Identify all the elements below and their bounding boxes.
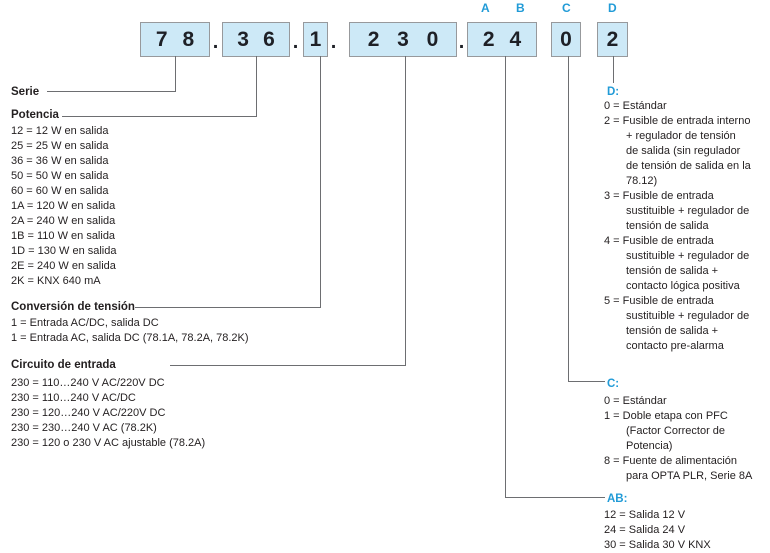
option-item: 30 = Salida 30 V KNX	[604, 539, 711, 551]
section-title-entrada: Circuito de entrada	[11, 359, 116, 371]
marker-d: D	[608, 1, 617, 15]
option-item: 8 = Fuente de alimentación para OPTA PLR…	[604, 455, 753, 482]
connector-line-conversion	[135, 56, 321, 308]
connector-line-d	[613, 56, 615, 83]
conversion-options: 1 = Entrada AC/DC, salida DC 1 = Entrada …	[11, 316, 249, 346]
option-item: 0 = Estándar	[604, 100, 667, 112]
option-item: 0 = Estándar	[604, 395, 667, 407]
option-item: 1 = Entrada AC, salida DC (78.1A, 78.2A,…	[11, 332, 249, 344]
option-item: 230 = 110…240 V AC/220V DC	[11, 377, 165, 389]
marker-c: C	[562, 1, 571, 15]
connector-line-potencia	[62, 56, 257, 117]
code-separator: .	[458, 31, 465, 53]
option-item: 5 = Fusible de entrada sustituible + reg…	[604, 295, 750, 352]
code-separator: .	[212, 31, 219, 53]
option-item: 1 = Doble etapa con PFC (Factor Correcto…	[604, 410, 728, 452]
entrada-options: 230 = 110…240 V AC/220V DC 230 = 110…240 …	[11, 376, 205, 451]
option-item: 1D = 130 W en salida	[11, 245, 117, 257]
option-item: 24 = Salida 24 V	[604, 524, 686, 536]
connector-line-c	[568, 56, 605, 382]
connector-line-serie	[47, 56, 176, 92]
connector-line-ab	[505, 56, 605, 498]
option-item: 4 = Fusible de entrada sustituible + reg…	[604, 235, 750, 292]
connector-line-entrada	[170, 56, 406, 366]
option-item: 12 = 12 W en salida	[11, 125, 109, 137]
option-item: 3 = Fusible de entrada sustituible + reg…	[604, 190, 750, 232]
code-box-c: 0	[551, 22, 581, 57]
section-title-ab: AB:	[607, 493, 628, 505]
potencia-options: 12 = 12 W en salida 25 = 25 W en salida 36…	[11, 124, 116, 289]
option-item: 50 = 50 W en salida	[11, 170, 109, 182]
section-title-conversion: Conversión de tensión	[11, 301, 135, 313]
option-item: 1B = 110 W en salida	[11, 230, 116, 242]
section-title-potencia: Potencia	[11, 109, 59, 121]
marker-a: A	[481, 1, 490, 15]
code-box-conversion: 1	[303, 22, 328, 57]
option-item: 25 = 25 W en salida	[11, 140, 109, 152]
d-options: 0 = Estándar 2 = Fusible de entrada inter…	[604, 99, 769, 354]
option-item: 36 = 36 W en salida	[11, 155, 109, 167]
code-box-d: 2	[597, 22, 628, 57]
option-item: 12 = Salida 12 V	[604, 509, 686, 521]
option-item: 230 = 230…240 V AC (78.2K)	[11, 422, 157, 434]
c-options: 0 = Estándar 1 = Doble etapa con PFC (Fac…	[604, 394, 769, 484]
option-item: 60 = 60 W en salida	[11, 185, 109, 197]
section-title-serie: Serie	[11, 86, 40, 98]
option-item: 2 = Fusible de entrada interno + regulad…	[604, 115, 751, 187]
option-item: 230 = 120 o 230 V AC ajustable (78.2A)	[11, 437, 206, 449]
option-item: 2K = KNX 640 mA	[11, 275, 101, 287]
marker-b: B	[516, 1, 525, 15]
option-item: 1A = 120 W en salida	[11, 200, 116, 212]
option-item: 230 = 120…240 V AC/220V DC	[11, 407, 166, 419]
code-separator: .	[330, 31, 337, 53]
option-item: 2A = 240 W en salida	[11, 215, 116, 227]
ab-options: 12 = Salida 12 V 24 = Salida 24 V 30 = Sal…	[604, 508, 769, 553]
option-item: 1 = Entrada AC/DC, salida DC	[11, 317, 159, 329]
section-title-c: C:	[607, 378, 620, 390]
code-separator: .	[292, 31, 299, 53]
option-item: 2E = 240 W en salida	[11, 260, 116, 272]
option-item: 230 = 110…240 V AC/DC	[11, 392, 136, 404]
section-title-d: D:	[607, 86, 620, 98]
